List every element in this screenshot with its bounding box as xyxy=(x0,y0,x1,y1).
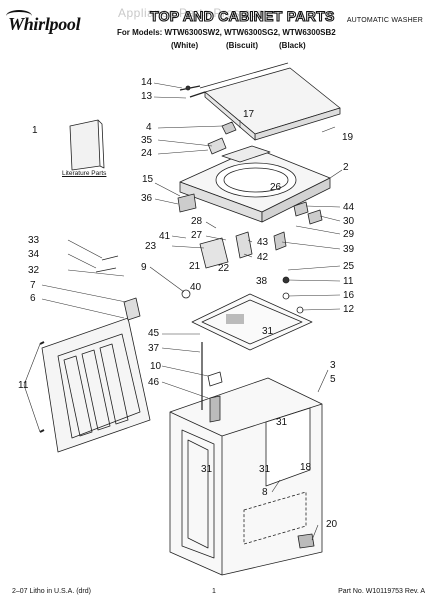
color-biscuit: (Biscuit) xyxy=(226,41,258,50)
callout-27: 27 xyxy=(191,230,203,241)
callout-13: 13 xyxy=(141,91,153,102)
callout-26: 26 xyxy=(270,182,282,193)
callout-40: 40 xyxy=(190,282,202,293)
callout-3: 3 xyxy=(330,360,336,371)
callout-36: 36 xyxy=(141,193,153,204)
rear-panel-part xyxy=(41,317,151,453)
callout-37: 37 xyxy=(148,343,160,354)
callout-20: 20 xyxy=(326,519,338,530)
callout-19: 19 xyxy=(342,132,354,143)
callout-45: 45 xyxy=(148,328,160,339)
callout-35: 35 xyxy=(141,135,153,146)
page-number: 1 xyxy=(212,588,216,595)
callout-9: 9 xyxy=(141,262,147,273)
callout-23: 23 xyxy=(145,241,157,252)
part-number: Part No. W10119753 Rev. A xyxy=(338,588,425,595)
color-black: (Black) xyxy=(279,41,306,50)
brand-logo-swirl xyxy=(6,10,32,22)
callout-21: 21 xyxy=(189,261,201,272)
callout-43: 43 xyxy=(257,237,269,248)
callout-39: 39 xyxy=(343,244,355,255)
callout-31-cabinet-front: 31 xyxy=(201,464,213,475)
callout-14: 14 xyxy=(141,77,153,88)
callout-4: 4 xyxy=(146,122,152,133)
callout-24: 24 xyxy=(141,148,153,159)
callout-30: 30 xyxy=(343,216,355,227)
callout-33: 33 xyxy=(28,235,40,246)
top-panel-part xyxy=(179,145,331,223)
literature-booklet xyxy=(69,119,105,171)
callout-46: 46 xyxy=(148,377,160,388)
callout-28: 28 xyxy=(191,216,203,227)
callout-11-top: 11 xyxy=(343,276,354,287)
cabinet-part xyxy=(169,377,323,576)
callout-1: 1 xyxy=(32,125,38,136)
callout-18: 18 xyxy=(300,462,312,473)
callout-16: 16 xyxy=(343,290,355,301)
top-frame-part xyxy=(191,293,313,351)
callout-2: 2 xyxy=(343,162,349,173)
callout-11-left: 11 xyxy=(18,380,29,391)
model-numbers: For Models: WTW6300SW2, WTW6300SG2, WTW6… xyxy=(117,28,336,37)
callout-29: 29 xyxy=(343,229,355,240)
callout-15: 15 xyxy=(142,174,154,185)
document-type: AUTOMATIC WASHER xyxy=(346,17,423,24)
callout-6: 6 xyxy=(30,293,36,304)
callout-41: 41 xyxy=(159,231,171,242)
watermark-text: Appliance Parts Pros.com xyxy=(118,6,269,20)
callout-44: 44 xyxy=(343,202,355,213)
callout-38: 38 xyxy=(256,276,268,287)
color-white: (White) xyxy=(171,41,199,50)
leader-lines xyxy=(23,82,343,541)
callout-31-cabinet-side: 31 xyxy=(259,464,271,475)
print-info: 2–07 Litho in U.S.A. (drd) xyxy=(12,588,91,595)
callout-25: 25 xyxy=(343,261,355,272)
callout-32: 32 xyxy=(28,265,40,276)
brand-logo: Whirlpool xyxy=(8,14,81,34)
callout-34: 34 xyxy=(28,249,40,260)
callout-42: 42 xyxy=(257,252,269,263)
small-hardware-parts xyxy=(39,85,323,549)
callout-22: 22 xyxy=(218,263,230,274)
page-title: TOP AND CABINET PARTS xyxy=(149,7,335,24)
callout-31-frame: 31 xyxy=(262,326,274,337)
callout-10: 10 xyxy=(150,361,162,372)
literature-parts-label: Literature Parts xyxy=(62,170,107,177)
callout-7: 7 xyxy=(30,280,36,291)
callout-8: 8 xyxy=(262,487,268,498)
callout-31-cabinet-rear: 31 xyxy=(276,417,288,428)
callout-12: 12 xyxy=(343,304,355,315)
callout-5: 5 xyxy=(330,374,336,385)
lid-part xyxy=(189,62,341,141)
callout-17: 17 xyxy=(243,109,255,120)
